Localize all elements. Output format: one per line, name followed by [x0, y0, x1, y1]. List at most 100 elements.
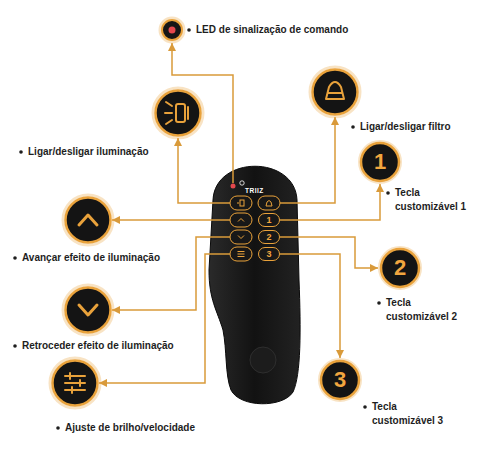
callout-label: Ligar/desligar iluminação	[28, 145, 149, 159]
remote-button-light	[230, 196, 252, 210]
light-ray	[166, 102, 172, 106]
callout-label: Avançar efeito de iluminação	[22, 251, 160, 265]
remote-button-down	[230, 230, 252, 244]
icon-circle	[156, 91, 201, 136]
bullet-dot	[351, 125, 355, 129]
button-outline	[230, 196, 252, 210]
remote-body	[209, 166, 300, 404]
lamp-body	[176, 104, 185, 122]
remote-body-svg	[205, 160, 305, 405]
led-icon	[160, 18, 184, 42]
remote-control: TRIIZ 1 2 3	[205, 160, 305, 405]
callout-label: Tecla customizável 3	[372, 400, 457, 428]
callout-label: Ajuste de brilho/velocidade	[65, 421, 195, 435]
key-number: 1	[259, 214, 279, 226]
glyph	[240, 200, 244, 206]
remote-button: 2	[258, 230, 280, 244]
callout-label: Ligar/desligar filtro	[360, 120, 451, 134]
glyph	[238, 254, 245, 255]
key-number: 3	[259, 248, 279, 260]
icon-glow	[319, 359, 361, 401]
glyph	[238, 251, 245, 252]
light-icon	[153, 88, 203, 138]
button-glyph	[238, 252, 245, 257]
slider-line	[65, 389, 85, 391]
icon-circle	[313, 70, 358, 115]
callout-key: 3	[318, 358, 362, 402]
glyph	[238, 219, 244, 222]
remote-button-sliders	[230, 247, 252, 261]
icon-glow	[63, 285, 113, 335]
light-ray	[165, 112, 172, 114]
slider-knob	[71, 387, 73, 393]
light-glyph	[165, 102, 188, 124]
remote-button-up	[230, 213, 252, 227]
icon-circle	[66, 198, 111, 243]
key-number: 1	[358, 140, 402, 184]
slider-knob	[69, 373, 71, 379]
sliders-icon	[50, 358, 100, 408]
key-number: 3	[318, 358, 362, 402]
button-glyph	[238, 236, 244, 239]
glyph	[238, 256, 245, 257]
icon-glow	[50, 358, 100, 408]
button-outline	[230, 247, 252, 261]
logo-mark	[240, 181, 244, 185]
callout-label: LED de sinalização de comando	[196, 23, 348, 37]
icon-glow	[63, 195, 113, 245]
icon-glow	[359, 141, 401, 183]
key-number: 2	[378, 246, 422, 290]
icon-glow	[153, 88, 203, 138]
led-dot	[169, 27, 176, 34]
remote-button-filter	[258, 196, 280, 210]
lamp-line	[187, 107, 189, 119]
chevron-down	[79, 305, 97, 315]
icon-circle	[53, 361, 98, 406]
icon-glow	[310, 67, 360, 117]
callout-key: 2	[378, 246, 422, 290]
glyph	[238, 236, 244, 239]
brand-logo: TRIIZ	[245, 187, 264, 195]
callout-label: Tecla customizável 2	[386, 296, 471, 324]
button-glyph	[238, 219, 244, 222]
bullet-dot	[187, 28, 191, 32]
bullet-dot	[363, 405, 367, 409]
callout-label: Tecla customizável 1	[395, 186, 480, 214]
key-number: 2	[259, 231, 279, 243]
icon-circle	[66, 288, 111, 333]
bullet-dot	[386, 191, 390, 195]
bullet-dot	[13, 256, 17, 260]
callout-label: Retroceder efeito de iluminação	[22, 339, 174, 353]
bullet-dot	[19, 150, 23, 154]
remote-button: 3	[258, 247, 280, 261]
slider-knob	[79, 380, 81, 386]
bullet-dot	[377, 301, 381, 305]
slider-line	[65, 382, 85, 384]
callout-key: 1	[358, 140, 402, 184]
glyph	[266, 201, 272, 207]
thumb-rest	[250, 347, 276, 373]
bullet-dot	[13, 344, 17, 348]
button-outline	[258, 196, 280, 210]
filter-glyph	[326, 82, 344, 99]
button-outline	[230, 213, 252, 227]
light-ray	[166, 120, 172, 124]
button-outline	[230, 230, 252, 244]
slider-line	[65, 375, 85, 377]
bullets	[13, 28, 390, 430]
bullet-dot	[56, 426, 60, 430]
button-glyph	[237, 200, 244, 206]
glyph	[237, 203, 239, 204]
filter-icon	[310, 67, 360, 117]
down-icon	[63, 285, 113, 335]
filter-line	[328, 92, 342, 94]
filter-shape	[326, 82, 344, 99]
remote-button: 1	[258, 213, 280, 227]
leader-line	[112, 219, 230, 221]
icon-glow	[379, 247, 421, 289]
icon-glow	[160, 18, 184, 42]
chevron-up	[79, 215, 97, 225]
button-glyph	[266, 201, 272, 207]
